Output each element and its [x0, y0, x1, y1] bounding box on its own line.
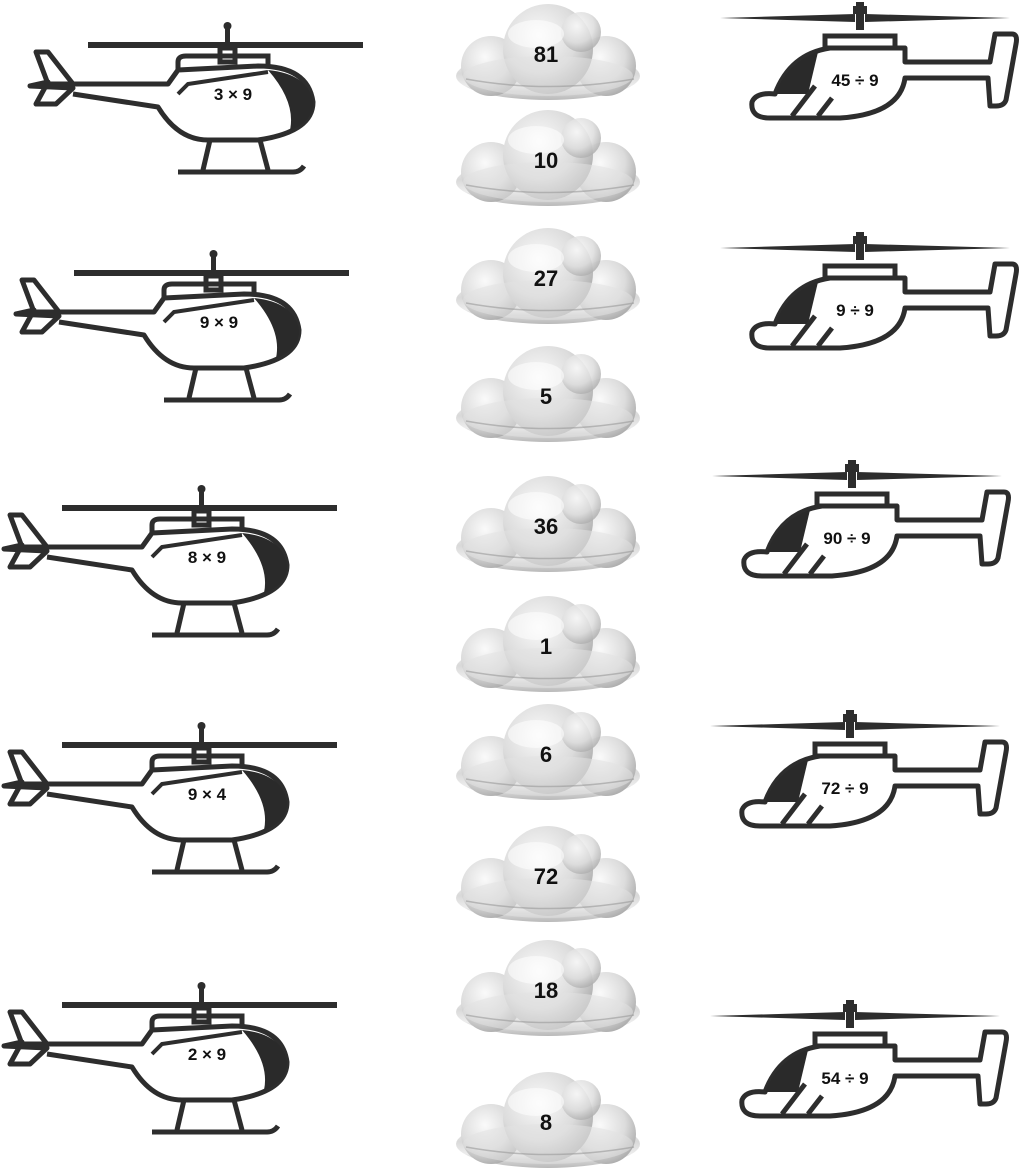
answer-cloud: 5 — [455, 345, 641, 443]
right-helicopter: 9 ÷ 9 — [720, 232, 1017, 348]
answer-cloud: 8 — [455, 1071, 641, 1169]
answer-number: 72 — [534, 864, 558, 889]
division-problem: 9 ÷ 9 — [836, 301, 874, 320]
answer-number: 10 — [534, 148, 558, 173]
left-helicopter: 9 × 4 — [4, 722, 337, 872]
multiplication-problem: 3 × 9 — [214, 85, 252, 104]
answer-cloud: 27 — [455, 227, 641, 325]
answer-number: 6 — [540, 742, 552, 767]
left-helicopter: 2 × 9 — [4, 982, 337, 1132]
multiplication-problem: 9 × 9 — [200, 313, 238, 332]
multiplication-problem: 8 × 9 — [188, 548, 226, 567]
answer-number: 8 — [540, 1110, 552, 1135]
helicopter-icon — [16, 250, 349, 400]
division-problem: 45 ÷ 9 — [831, 71, 878, 90]
helicopter-icon — [4, 982, 337, 1132]
answer-cloud: 81 — [455, 3, 641, 101]
answer-number: 81 — [534, 42, 558, 67]
helicopter-icon — [4, 722, 337, 872]
answer-number: 5 — [540, 384, 552, 409]
answer-cloud: 18 — [455, 939, 641, 1037]
left-helicopter: 3 × 9 — [30, 22, 363, 172]
helicopter-icon — [710, 1000, 1007, 1116]
right-helicopter: 45 ÷ 9 — [720, 2, 1017, 118]
left-helicopter: 9 × 9 — [16, 250, 349, 400]
answer-cloud: 36 — [455, 475, 641, 573]
answer-number: 18 — [534, 978, 558, 1003]
helicopter-icon — [4, 485, 337, 635]
answer-number: 27 — [534, 266, 558, 291]
answer-cloud: 1 — [455, 595, 641, 693]
answer-number: 36 — [534, 514, 558, 539]
answer-cloud: 10 — [455, 109, 641, 207]
helicopter-icon — [720, 232, 1017, 348]
answer-number: 1 — [540, 634, 552, 659]
left-helicopter: 8 × 9 — [4, 485, 337, 635]
answer-cloud: 72 — [455, 825, 641, 923]
right-helicopter: 72 ÷ 9 — [710, 710, 1007, 826]
helicopter-icon — [710, 710, 1007, 826]
multiplication-problem: 9 × 4 — [188, 785, 227, 804]
helicopter-icon — [720, 2, 1017, 118]
helicopter-icon — [30, 22, 363, 172]
helicopter-icon — [712, 460, 1009, 576]
division-problem: 90 ÷ 9 — [823, 529, 870, 548]
multiplication-problem: 2 × 9 — [188, 1045, 226, 1064]
answer-cloud: 6 — [455, 703, 641, 801]
division-problem: 54 ÷ 9 — [821, 1069, 868, 1088]
division-problem: 72 ÷ 9 — [821, 779, 868, 798]
right-helicopter: 54 ÷ 9 — [710, 1000, 1007, 1116]
right-helicopter: 90 ÷ 9 — [712, 460, 1009, 576]
